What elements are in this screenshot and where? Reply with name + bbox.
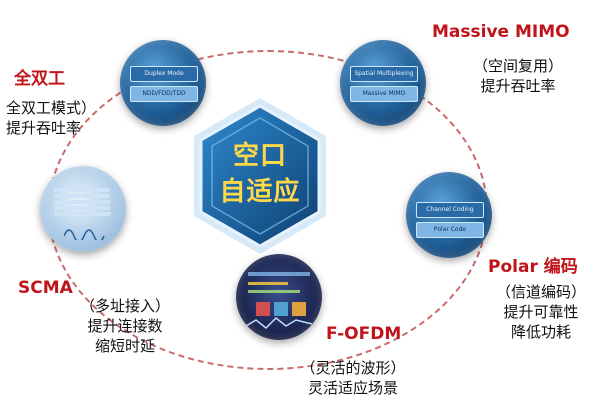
scma-desc: （多址接入） 提升连接数 缩短时延 <box>60 296 190 356</box>
scma-title: SCMA <box>18 278 73 298</box>
polar-panel-top: Channel Coding <box>416 202 484 218</box>
duplex-node: Duplex Mode NDD/FDD/TDD <box>120 40 206 126</box>
scma-waveform-graphic <box>64 229 105 240</box>
duplex-desc: 全双工模式） 提升吞吐率 <box>6 98 96 138</box>
polar-panel-bottom: Polar Code <box>416 222 484 238</box>
polar-desc-line-3: 降低功耗 <box>510 323 571 341</box>
scma-desc-line-1: （多址接入） <box>79 297 170 315</box>
mimo-desc-line-2: 提升吞吐率 <box>480 77 556 95</box>
mimo-desc: （空间复用） 提升吞吐率 <box>468 56 568 96</box>
polar-desc-line-1: （信道编码） <box>495 283 586 301</box>
scma-desc-line-3: 缩短时延 <box>94 337 155 355</box>
duplex-desc-line-2: 提升吞吐率 <box>6 119 82 137</box>
center-line-1: 空口 <box>232 141 287 171</box>
ofdm-desc-line-1: （灵活的波形） <box>300 359 406 377</box>
duplex-desc-line-1: 全双工模式） <box>6 99 97 117</box>
scma-node <box>40 166 126 252</box>
polar-node: Channel Coding Polar Code <box>406 172 492 258</box>
duplex-title: 全双工 <box>14 69 65 89</box>
mimo-desc-line-1: （空间复用） <box>472 57 563 75</box>
scma-desc-line-2: 提升连接数 <box>87 317 163 335</box>
ofdm-title: F-OFDM <box>326 324 402 344</box>
center-line-2: 自适应 <box>219 177 301 207</box>
scma-codebook-graphic <box>54 188 110 220</box>
mimo-node: Spatial Multiplexing Massive MIMO <box>340 40 426 126</box>
ofdm-desc-line-2: 灵活适应场景 <box>307 379 398 397</box>
ofdm-spectrum-graphic <box>245 272 313 330</box>
polar-title: Polar 编码 <box>488 257 578 277</box>
center-title: 空口 自适应 <box>190 138 330 210</box>
mimo-panel-bottom: Massive MIMO <box>350 86 418 102</box>
ofdm-desc: （灵活的波形） 灵活适应场景 <box>278 358 428 398</box>
mimo-panel-top: Spatial Multiplexing <box>350 66 418 82</box>
hexagon-shape <box>194 98 326 254</box>
duplex-panel-top: Duplex Mode <box>130 66 198 82</box>
duplex-panel-bottom: NDD/FDD/TDD <box>130 86 198 102</box>
center-hexagon: 空口 自适应 <box>190 96 330 256</box>
mimo-title: Massive MIMO <box>432 22 570 42</box>
ofdm-node <box>236 254 322 340</box>
polar-desc-line-2: 提升可靠性 <box>503 303 579 321</box>
polar-desc: （信道编码） 提升可靠性 降低功耗 <box>482 282 600 342</box>
